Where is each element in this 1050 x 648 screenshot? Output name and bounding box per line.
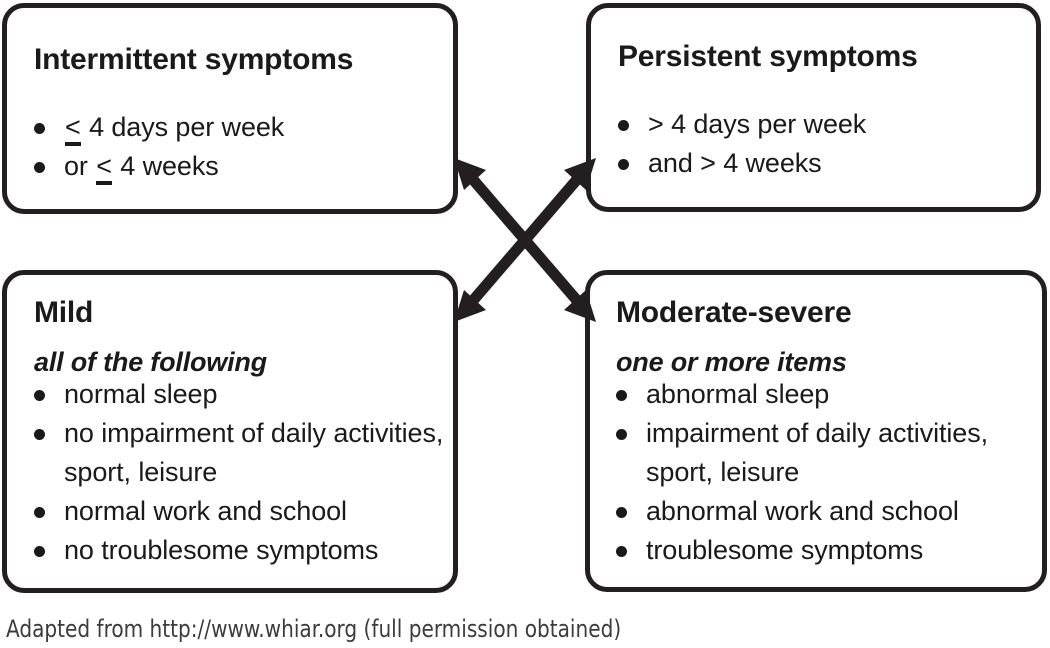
bullet-dot-icon [618,159,629,170]
box-mild: Mild all of the following normal sleep n… [2,270,458,593]
box-subtitle-moderate-severe: one or more items [616,347,847,377]
crossing-arrows-group [454,158,596,322]
box-persistent-symptoms: Persistent symptoms > 4 days per week an… [586,3,1041,212]
bullet-dot-icon [616,546,627,557]
list-item: normal sleep [34,375,444,414]
list-item: > 4 days per week [618,105,1018,144]
list-item-text: no troublesome symptoms [64,535,379,565]
box-intermittent-symptoms: Intermittent symptoms < 4 days per week … [2,3,458,214]
bullet-dot-icon [616,390,627,401]
bullet-list-mild: normal sleep no impairment of daily acti… [34,375,444,570]
list-item-text: no impairment of daily activities, sport… [64,418,444,487]
source-caption: Adapted from http://www.whiar.org (full … [6,615,622,643]
list-item: < 4 days per week [34,108,434,147]
list-item: or < 4 weeks [34,147,434,186]
list-item: abnormal sleep [616,375,1036,414]
arrow-persistent-to-mild [454,158,596,322]
list-item: troublesome symptoms [616,531,1036,570]
bullet-list-persistent: > 4 days per week and > 4 weeks [618,105,1018,183]
box-title-mild: Mild [34,296,94,329]
box-title-moderate-severe: Moderate-severe [616,296,852,329]
list-item-text: > 4 days per week [648,109,867,139]
box-moderate-severe: Moderate-severe one or more items abnorm… [585,270,1047,592]
bullet-dot-icon [34,507,45,518]
box-title-persistent: Persistent symptoms [618,40,918,73]
list-item-text: troublesome symptoms [646,535,924,565]
list-item-text: 4 days per week [81,112,285,142]
bullet-dot-icon [34,546,45,557]
list-item: normal work and school [34,492,444,531]
list-item-text: impairment of daily activities, sport, l… [646,418,989,487]
box-subtitle-mild: all of the following [34,347,267,377]
box-title-intermittent: Intermittent symptoms [34,43,354,76]
list-item: no impairment of daily activities, sport… [34,414,444,492]
bullet-list-intermittent: < 4 days per week or < 4 weeks [34,108,434,186]
less-than-or-equal-icon: < [64,108,82,147]
list-item: impairment of daily activities, sport, l… [616,414,1036,492]
bullet-dot-icon [34,390,45,401]
list-item-text: and > 4 weeks [648,148,822,178]
list-item-text: abnormal work and school [646,496,959,526]
bullet-list-moderate-severe: abnormal sleep impairment of daily activ… [616,375,1036,570]
bullet-dot-icon [616,507,627,518]
list-item-text: 4 weeks [112,151,219,181]
bullet-dot-icon [34,429,45,440]
bullet-dot-icon [34,123,45,134]
list-item: abnormal work and school [616,492,1036,531]
bullet-dot-icon [616,429,627,440]
less-than-or-equal-icon: < [95,147,113,186]
list-item-text: normal work and school [64,496,347,526]
list-item-text: abnormal sleep [646,379,830,409]
bullet-dot-icon [618,120,629,131]
list-item: no troublesome symptoms [34,531,444,570]
list-item-lead: or [64,151,96,181]
bullet-dot-icon [34,162,45,173]
list-item-text: normal sleep [64,379,218,409]
list-item: and > 4 weeks [618,144,1018,183]
